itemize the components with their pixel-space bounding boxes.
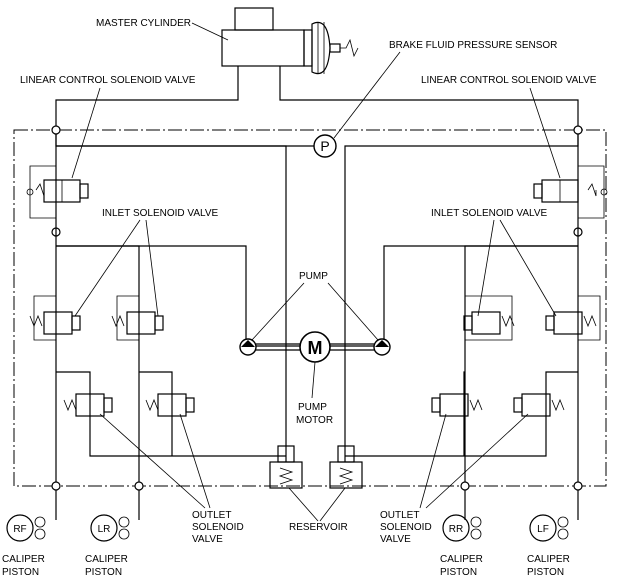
caliper-rr-code: RR	[449, 524, 463, 535]
master-cylinder	[221, 7, 359, 75]
outlet-valve-left-label-line1: OUTLET	[192, 510, 231, 521]
caliper-rf-label-line1: CALIPER	[2, 554, 45, 565]
outlet-valve-right-label-line3: VALVE	[380, 534, 411, 545]
reservoirs	[269, 445, 363, 489]
caliper-rf-label-line2: PISTON	[2, 567, 39, 578]
pump-motor-label-line1: PUMP	[298, 402, 327, 413]
right-circuits	[345, 134, 608, 482]
linear-control-valve-right-label: LINEAR CONTROL SOLENOID VALVE	[421, 75, 597, 86]
junction-dots	[51, 125, 583, 491]
outlet-valve-left-label-line2: SOLENOID	[192, 522, 244, 533]
pump-assembly: M	[239, 331, 391, 363]
linear-control-valve-left-label: LINEAR CONTROL SOLENOID VALVE	[20, 75, 196, 86]
master-cylinder-label: MASTER CYLINDER	[96, 18, 191, 29]
reservoir-label: RESERVOIR	[289, 522, 348, 533]
caliper-lf: LF CALIPER PISTON	[527, 490, 579, 578]
pump-motor-label-line2: MOTOR	[296, 415, 333, 426]
caliper-rr-label-line2: PISTON	[440, 567, 477, 578]
inlet-valve-left-label: INLET SOLENOID VALVE	[102, 208, 218, 219]
caliper-lf-code: LF	[537, 524, 549, 535]
caliper-rf: RF CALIPER PISTON	[2, 490, 57, 578]
caliper-lr: LR CALIPER PISTON	[85, 490, 140, 578]
caliper-lr-label-line2: PISTON	[85, 567, 122, 578]
caliper-lr-label-line1: CALIPER	[85, 554, 128, 565]
caliper-lf-label-line2: PISTON	[527, 567, 564, 578]
outlet-valve-left-label-line3: VALVE	[192, 534, 223, 545]
pressure-sensor: P	[313, 134, 337, 158]
pressure-sensor-symbol: P	[320, 138, 329, 154]
caliper-rr: RR CALIPER PISTON	[440, 490, 483, 578]
caliper-lr-code: LR	[98, 524, 111, 535]
caliper-rr-label-line1: CALIPER	[440, 554, 483, 565]
motor-symbol: M	[308, 338, 323, 358]
pump-label: PUMP	[299, 271, 328, 282]
pressure-sensor-label: BRAKE FLUID PRESSURE SENSOR	[389, 40, 557, 51]
inlet-valve-right-label: INLET SOLENOID VALVE	[431, 208, 547, 219]
outlet-valve-right-label-line1: OUTLET	[380, 510, 419, 521]
outlet-valve-right-label-line2: SOLENOID	[380, 522, 432, 533]
caliper-lf-label-line1: CALIPER	[527, 554, 570, 565]
left-circuits	[26, 134, 286, 482]
caliper-rf-code: RF	[13, 524, 26, 535]
